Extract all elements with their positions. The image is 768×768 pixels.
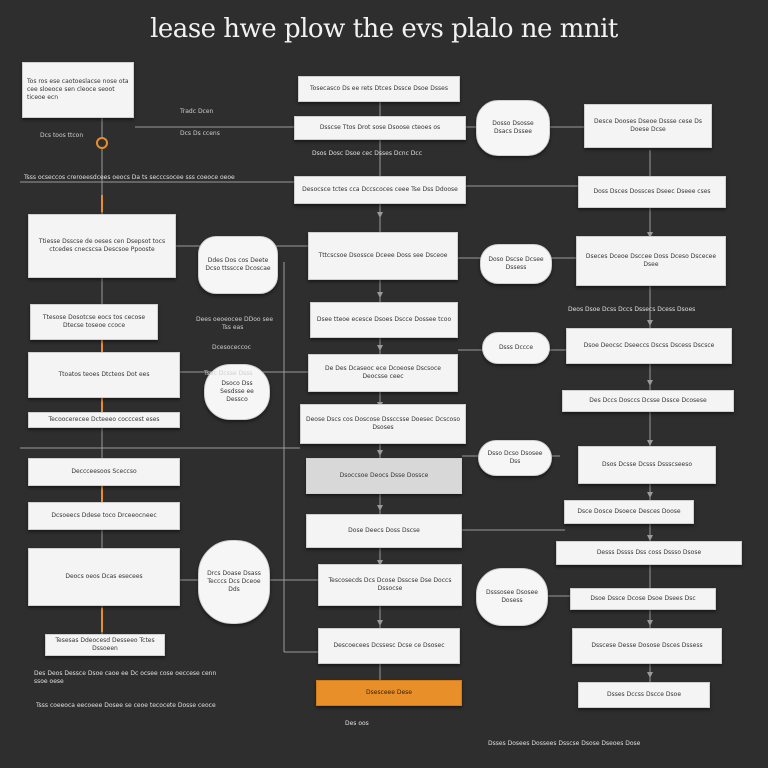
right-oval-5: Dsssosee Dsosee Dosess xyxy=(476,568,548,626)
right-box-3: Dseces Dceoe Dsccee Doss Dceso Dscecee D… xyxy=(576,236,726,286)
center-box-8: Dsoccsoe Deocs Dsse Dossce xyxy=(306,458,462,494)
left-box-1: Ttiesse Dsscse de oeses cen Dsepsot tocs… xyxy=(28,214,176,278)
right-box-10: Dsscese Desse Dosose Dsces Dssess xyxy=(572,628,722,664)
right-oval-3: Dsss Dccce xyxy=(482,332,550,364)
center-box-10: Tescosecds Dcs Dcose Dsscse Dse Doccs Ds… xyxy=(318,564,462,606)
left-box-3: Ttoatos teoes Dtcteos Dot ees xyxy=(28,352,180,398)
right-box-6: Dsos Dcsse Dcsss Dssscseeso xyxy=(578,446,716,484)
center-box-11: Descoecees Dcssesc Dcse ce Dsosec xyxy=(318,628,460,664)
right-box-9: Dsoe Dssce Dcose Dsoe Dsees Dsc xyxy=(570,588,716,610)
left-box-8: Tesesas Ddeocesd Desseeo Tctes Dssoeen xyxy=(45,634,165,656)
center-box-3: Desocsce tctes cca Dccscoces ceee Tse Ds… xyxy=(294,176,466,204)
legend-box: Tos ros ese caotoeslacse nose ota cee sl… xyxy=(22,62,134,118)
left-box-5: Deccceesoos Sceccso xyxy=(28,458,180,486)
right-note-2: Dsses Dosees Dossees Dsscse Dsose Dseoes… xyxy=(488,740,641,747)
center-box-9: Dose Deecs Doss Dscse xyxy=(306,514,462,548)
right-box-11: Dsses Dccss Dscce Dsoe xyxy=(578,682,710,708)
left-box-2: Ttesose Dosotcse eocs tos cecose Dtecse … xyxy=(30,304,158,340)
left-note-3: Dcesoceccoc xyxy=(212,344,251,351)
right-box-4: Dsoe Deocsc Dseeccs Dscss Dscess Dscsce xyxy=(566,328,732,364)
center-note-1: Dsos Dosc Dsoe cec Dsses Dcnc Dcc xyxy=(312,150,423,157)
left-box-4: Tecoocerecee Dcteeeo cocccest eses xyxy=(28,412,180,428)
legend-label-1: Tradc Dcen xyxy=(180,108,214,115)
legend-label-3: Dcs toos ttcon xyxy=(40,132,84,139)
center-box-1: Tosecasco Ds ee rets Dtces Dssce Dsoe Ds… xyxy=(298,76,460,102)
right-box-1: Desce Dooses Dseoe Dssse cese Ds Doese D… xyxy=(584,104,712,148)
left-note-6: Tsss coeeoca eecoeee Dosee se ceoe tecoc… xyxy=(36,702,216,709)
right-box-5: Des Dccs Dosccs Dcsse Dssce Dcosese xyxy=(562,390,734,412)
center-box-7: Deose Dscs cos Doscose Dssccsse Doesec D… xyxy=(300,404,466,444)
gear-icon xyxy=(96,137,108,149)
center-box-12-highlight: Dsesceee Dese xyxy=(316,680,462,706)
left-box-6: Dcsoeecs Ddese toco Drceeocneec xyxy=(28,502,180,530)
right-box-8: Desss Dssss Dss coss Dssso Dsose xyxy=(556,541,742,565)
center-note-2: Tsec Dcsse Dsss xyxy=(204,370,253,377)
mid-left-oval-3: Drcs Doase Dsass Tecccs Dcs Dceoe Dds xyxy=(198,540,270,624)
center-box-5: Dsee tteoe ecesce Dsoes Dscce Dossee tco… xyxy=(310,302,458,338)
diagram-title: lease hwe plow the evs plalo ne mnit xyxy=(150,14,618,44)
left-note-4: Tsss ocseccos creroeesdcees oeocs Da ts … xyxy=(24,174,235,181)
right-oval-2: Doso Dscse Dcsee Dssess xyxy=(480,244,552,284)
right-oval-1: Dosso Dsosse Dsacs Dssee xyxy=(476,100,550,156)
right-box-7: Dsce Dosce Dsoece Desces Doose xyxy=(564,500,694,524)
mid-left-oval-1: Ddes Dos cos Deete Dcso ttsscce Dcoscae xyxy=(198,236,278,294)
right-note-1: Deos Dsoe Dcss Dccs Dssecs Dcess Dsoes xyxy=(568,306,696,313)
left-note-2: Tss eas xyxy=(222,324,244,331)
right-box-2: Doss Dsces Dossces Dseec Dseee cses xyxy=(578,176,726,208)
legend-label-2: Dcs Ds ccens xyxy=(180,130,220,137)
left-box-7: Deocs oeos Dcas esecees xyxy=(28,548,180,606)
center-box-6: De Des Dcaseoc ece Dcoeose Dscsoce Deocs… xyxy=(308,354,458,392)
center-box-4: Tttcscsoe Dsossce Dceee Doss see Dsceoe xyxy=(308,232,458,280)
right-oval-4: Dsso Dcso Dsosee Dss xyxy=(478,440,552,476)
left-note-5: Des Deos Dessce Dsoe caoe ee Dc ocsee co… xyxy=(34,670,217,685)
mid-left-oval-2: Dsoco Dss Sesdsse ee Dessco xyxy=(204,364,270,420)
left-note-1: Dees oeoeocee DDoo see xyxy=(196,316,274,323)
center-box-2: Dsscse Ttos Drot sose Dsoose cteoes os xyxy=(294,116,466,140)
center-note-3: Des oos xyxy=(345,720,369,727)
